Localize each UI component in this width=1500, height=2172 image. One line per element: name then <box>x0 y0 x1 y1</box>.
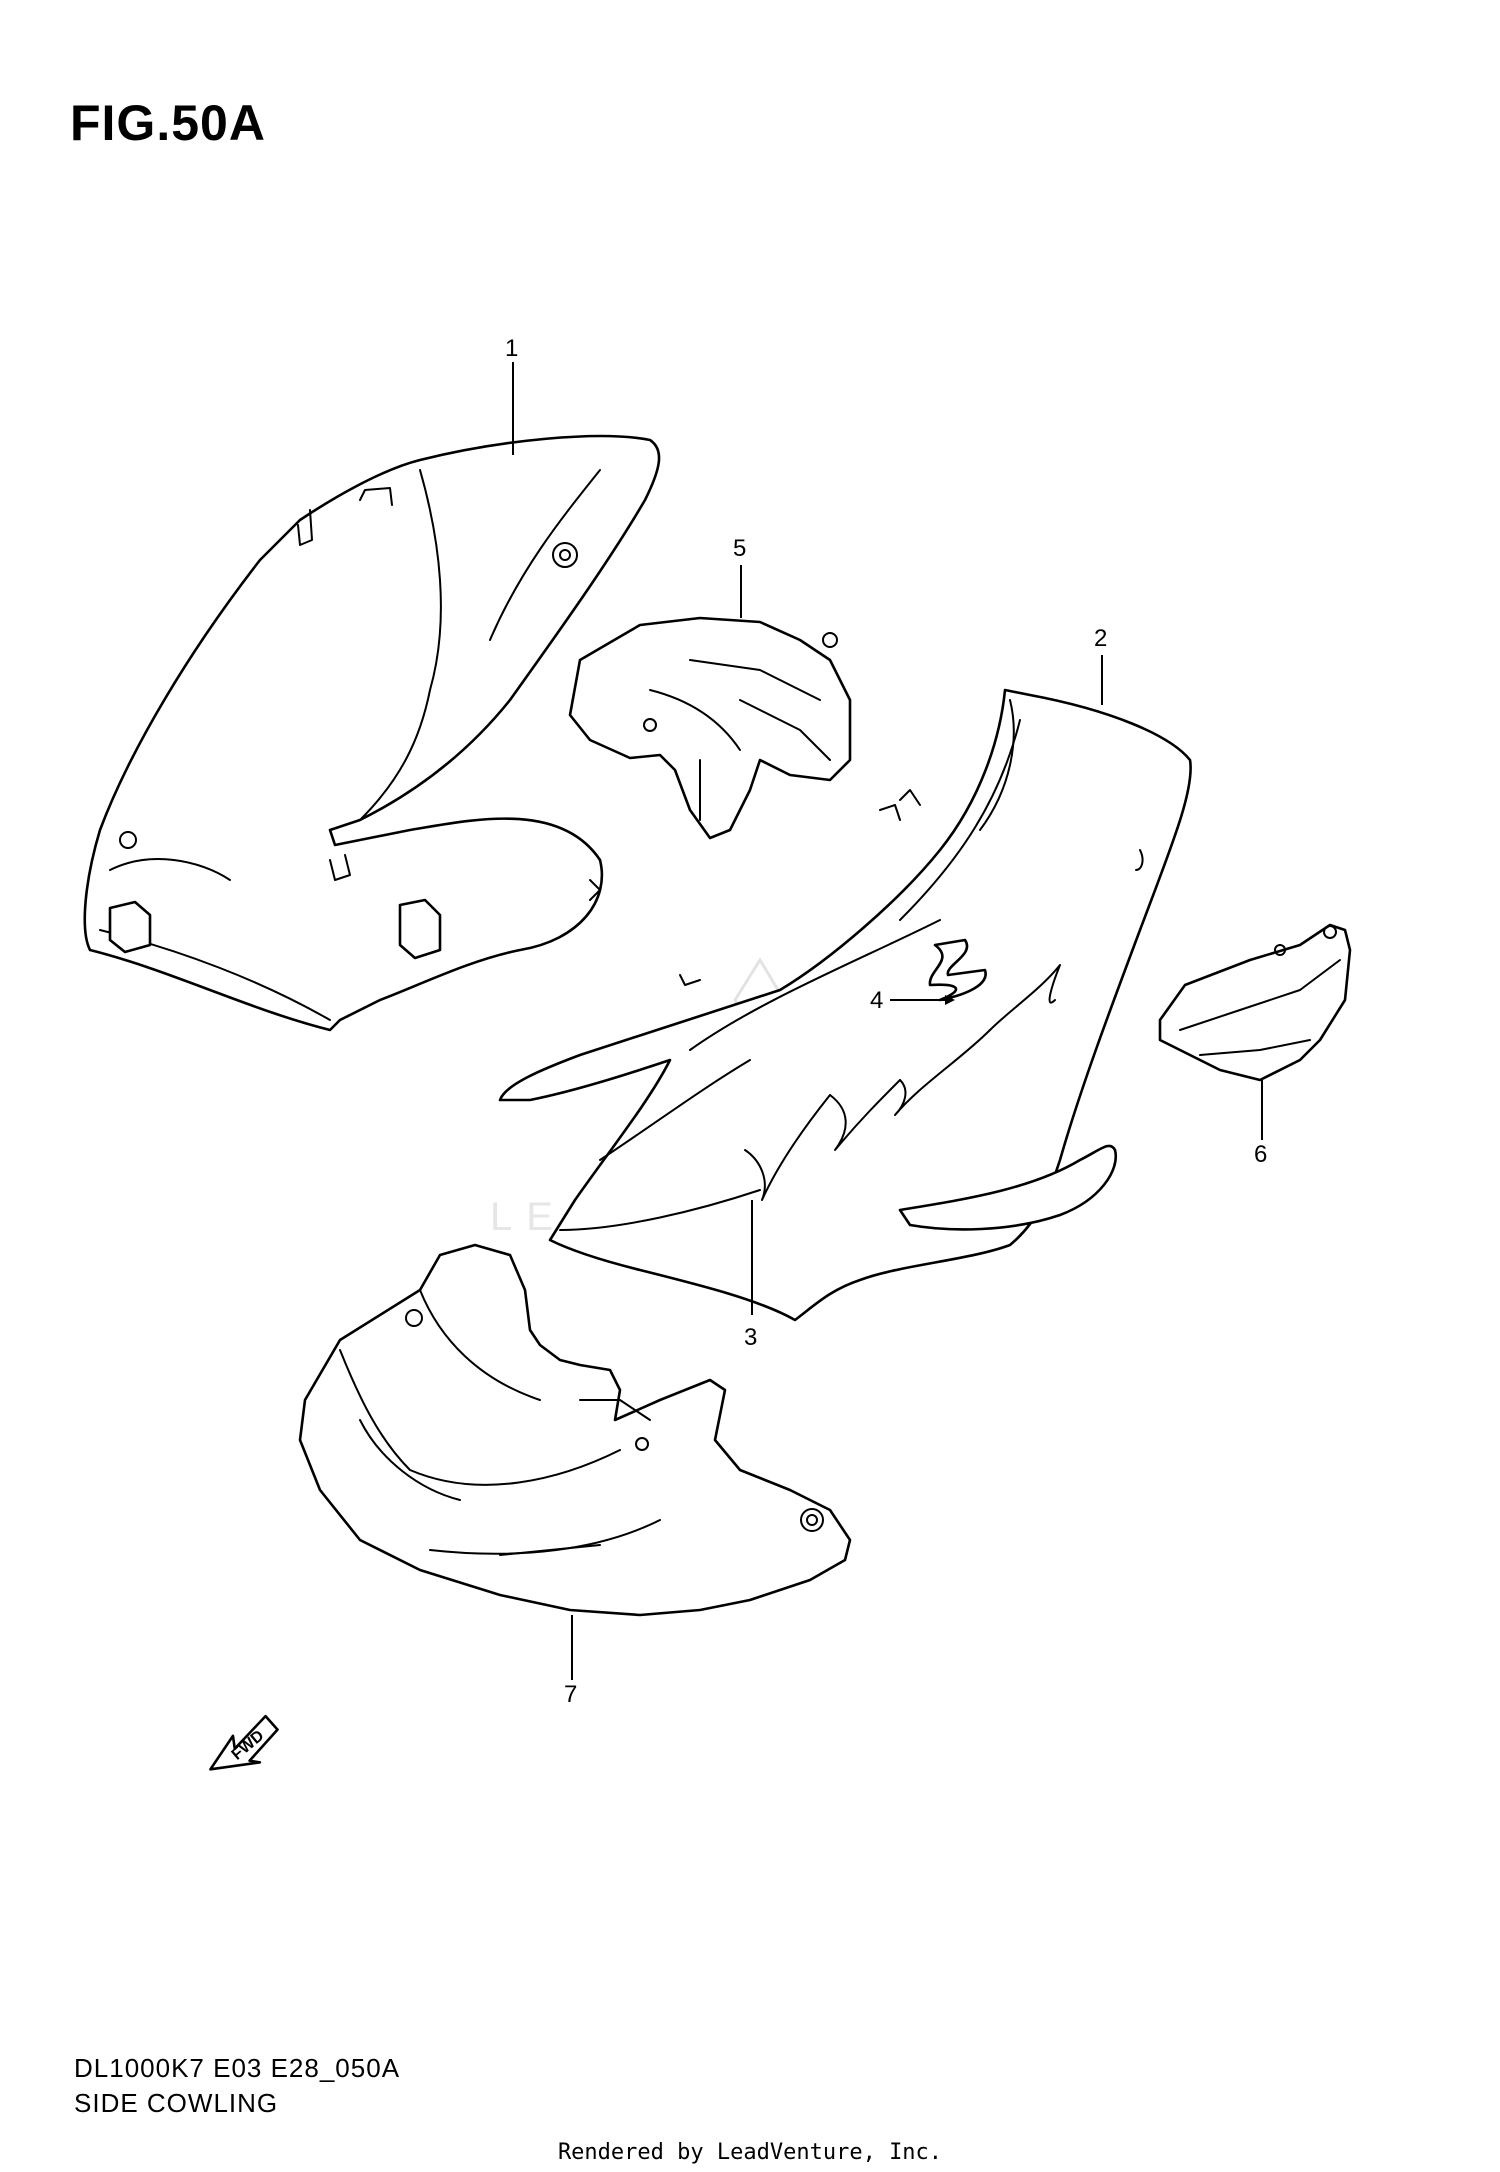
part-3-model-decal[interactable] <box>744 964 1061 1201</box>
part-7-lower-cowling[interactable] <box>298 1243 852 1617</box>
diagram-code: DL1000K7 E03 E28_050A <box>74 2053 401 2083</box>
part-5-inner-panel[interactable] <box>568 616 852 840</box>
rendered-by-credit: Rendered by LeadVenture, Inc. <box>557 2140 943 2165</box>
part-1-side-cowling-upper[interactable] <box>83 434 661 1032</box>
callout-2[interactable]: 2 <box>1094 625 1107 652</box>
diagram-name: SIDE COWLING <box>74 2088 279 2118</box>
fwd-arrow: FWD <box>209 1714 279 1771</box>
callout-7[interactable]: 7 <box>564 1681 577 1708</box>
part-2-side-cover[interactable] <box>498 688 1192 1322</box>
callout-6[interactable]: 6 <box>1254 1141 1267 1168</box>
figure-title: FIG.50A <box>70 95 266 151</box>
callout-3[interactable]: 3 <box>744 1324 757 1351</box>
leader-lines <box>512 362 1263 1680</box>
part-6-bracket[interactable] <box>1158 923 1352 1082</box>
callout-4[interactable]: 4 <box>870 987 883 1014</box>
callout-5[interactable]: 5 <box>733 535 746 562</box>
callout-1[interactable]: 1 <box>505 335 518 362</box>
